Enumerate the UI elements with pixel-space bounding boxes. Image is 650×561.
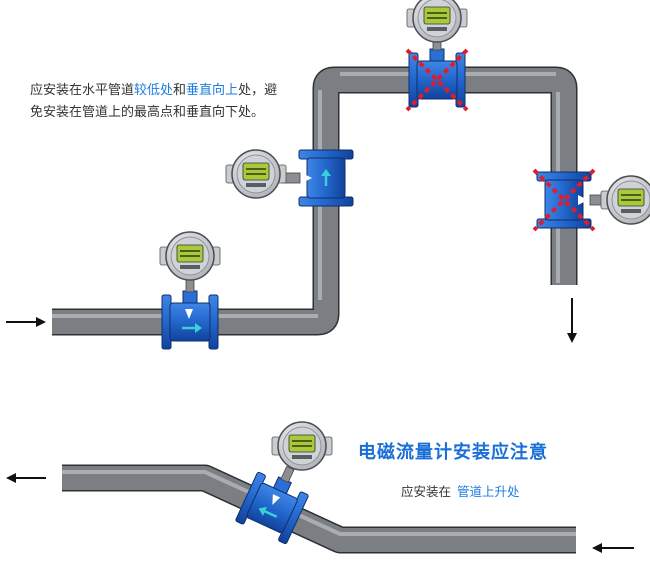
diagram-subtitle: 应安装在管道上升处 <box>401 481 520 500</box>
inlet-arrow-upper <box>6 317 46 327</box>
flowmeter-highest-point-wrong <box>405 0 469 112</box>
flowmeter-horizontal-low <box>159 231 221 350</box>
inlet-arrow-lower <box>592 543 634 553</box>
diagram-title: 电磁流量计安装应注意 <box>358 442 548 463</box>
installation-instruction: 应安装在水平管道较低处和垂直向上处，避免安装在管道上的最高点和垂直向下处。 <box>30 80 280 124</box>
outlet-arrow-lower <box>6 473 46 483</box>
subtitle-text: 应安装在 <box>401 484 452 499</box>
flow-direction-up-icon <box>321 169 331 186</box>
instruction-text: 处，避免安装在管道上的最高点和垂直向下处。 <box>30 83 278 120</box>
instruction-highlight-vertical-up: 垂直向上 <box>186 83 239 98</box>
instruction-text: 应安装在水平管道 <box>30 83 135 98</box>
flowmeter-vertical-down-wrong <box>532 168 650 232</box>
subtitle-highlight: 管道上升处 <box>457 484 520 499</box>
flow-direction-left-icon <box>258 506 278 518</box>
flowmeter-rising-section <box>234 455 317 545</box>
instruction-highlight-low: 较低处 <box>134 83 174 98</box>
flow-direction-right-icon <box>182 323 202 333</box>
flowmeter-rising-head <box>271 421 333 471</box>
outlet-arrow-upper <box>567 298 577 343</box>
flowmeter-vertical-up <box>225 149 354 207</box>
instruction-text: 和 <box>173 83 187 98</box>
